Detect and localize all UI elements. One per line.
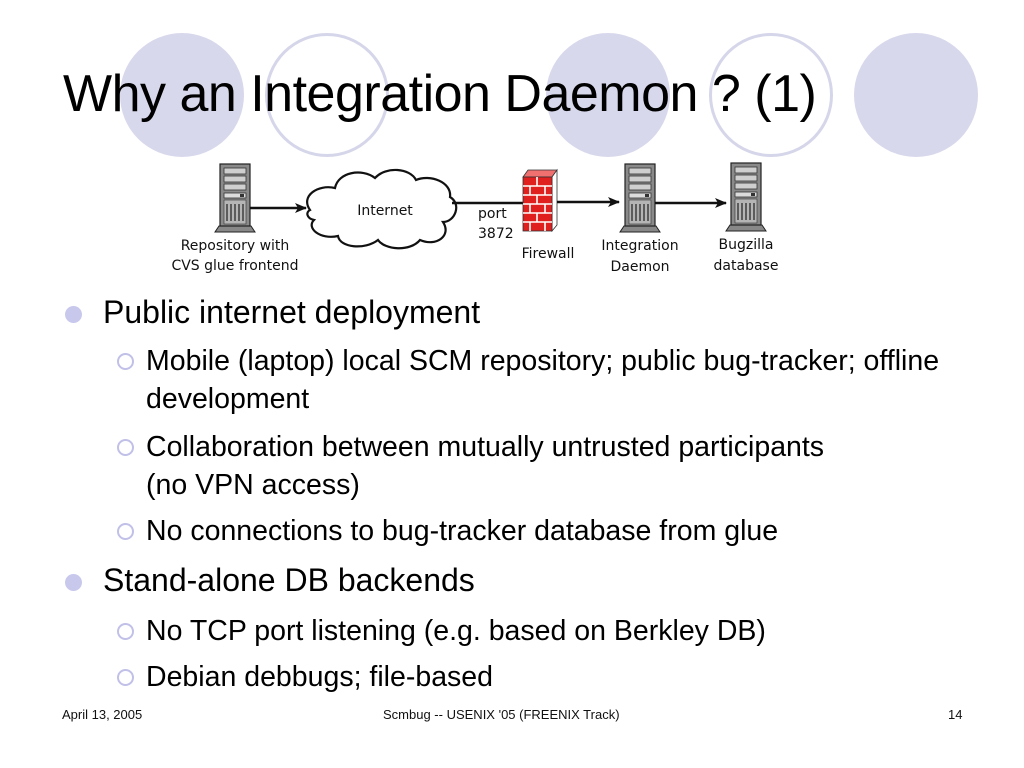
sub-bullet-ring-icon	[117, 353, 134, 370]
decorative-ring	[709, 33, 833, 157]
bugzilla-label-line2: database	[714, 258, 779, 274]
internet-cloud-icon	[306, 168, 458, 250]
bullet-dot-icon	[65, 574, 82, 591]
sub-bullet-text: Collaboration between mutually untrusted…	[146, 431, 825, 501]
decorative-ring	[265, 33, 389, 157]
bullet-text: Stand-alone DB backends	[103, 562, 475, 598]
sub-bullet-text: No TCP port listening (e.g. based on Ber…	[146, 615, 766, 647]
repository-label-line1: Repository with	[181, 238, 290, 254]
footer-title: Scmbug -- USENIX '05 (FREENIX Track)	[383, 707, 620, 722]
bugzilla-server-icon	[725, 162, 767, 232]
decorative-circle	[854, 33, 978, 157]
page-number: 14	[948, 707, 963, 722]
sub-bullet: Debian debbugs; file-based	[117, 658, 947, 696]
sub-bullet: Mobile (laptop) local SCM repository; pu…	[117, 342, 947, 418]
bullet-dot-icon	[65, 306, 82, 323]
integration-daemon-server-icon	[619, 163, 661, 233]
sub-bullet: No TCP port listening (e.g. based on Ber…	[117, 612, 947, 650]
port-label-line1: port	[478, 206, 507, 222]
decorative-circle	[120, 33, 244, 157]
sub-bullet-text: Debian debbugs; file-based	[146, 661, 493, 693]
firewall-label: Firewall	[522, 246, 575, 262]
slide-title: Why an Integration Daemon ? (1)	[63, 65, 817, 123]
bullet-text: Public internet deployment	[103, 294, 481, 330]
sub-bullet-text: No connections to bug-tracker database f…	[146, 515, 779, 547]
sub-bullet: Collaboration between mutually untrusted…	[117, 428, 947, 504]
bugzilla-label-line1: Bugzilla	[719, 237, 774, 253]
daemon-label-line1: Integration	[601, 238, 678, 254]
footer-date: April 13, 2005	[62, 707, 143, 722]
repository-label-line2: CVS glue frontend	[171, 258, 298, 274]
sub-bullet-ring-icon	[117, 523, 134, 540]
sub-bullet-ring-icon	[117, 669, 134, 686]
internet-label: Internet	[357, 203, 413, 219]
daemon-label-line2: Daemon	[610, 259, 669, 275]
sub-bullet-ring-icon	[117, 623, 134, 640]
port-label-line2: 3872	[478, 226, 514, 242]
sub-bullet-text: Mobile (laptop) local SCM repository; pu…	[146, 345, 940, 415]
firewall-icon	[522, 168, 558, 233]
decorative-circle	[546, 33, 670, 157]
network-diagram: Repository with CVS glue frontend Intern…	[171, 162, 779, 275]
sub-bullet: No connections to bug-tracker database f…	[117, 512, 947, 550]
sub-bullet-ring-icon	[117, 439, 134, 456]
repository-server-icon	[214, 163, 256, 233]
